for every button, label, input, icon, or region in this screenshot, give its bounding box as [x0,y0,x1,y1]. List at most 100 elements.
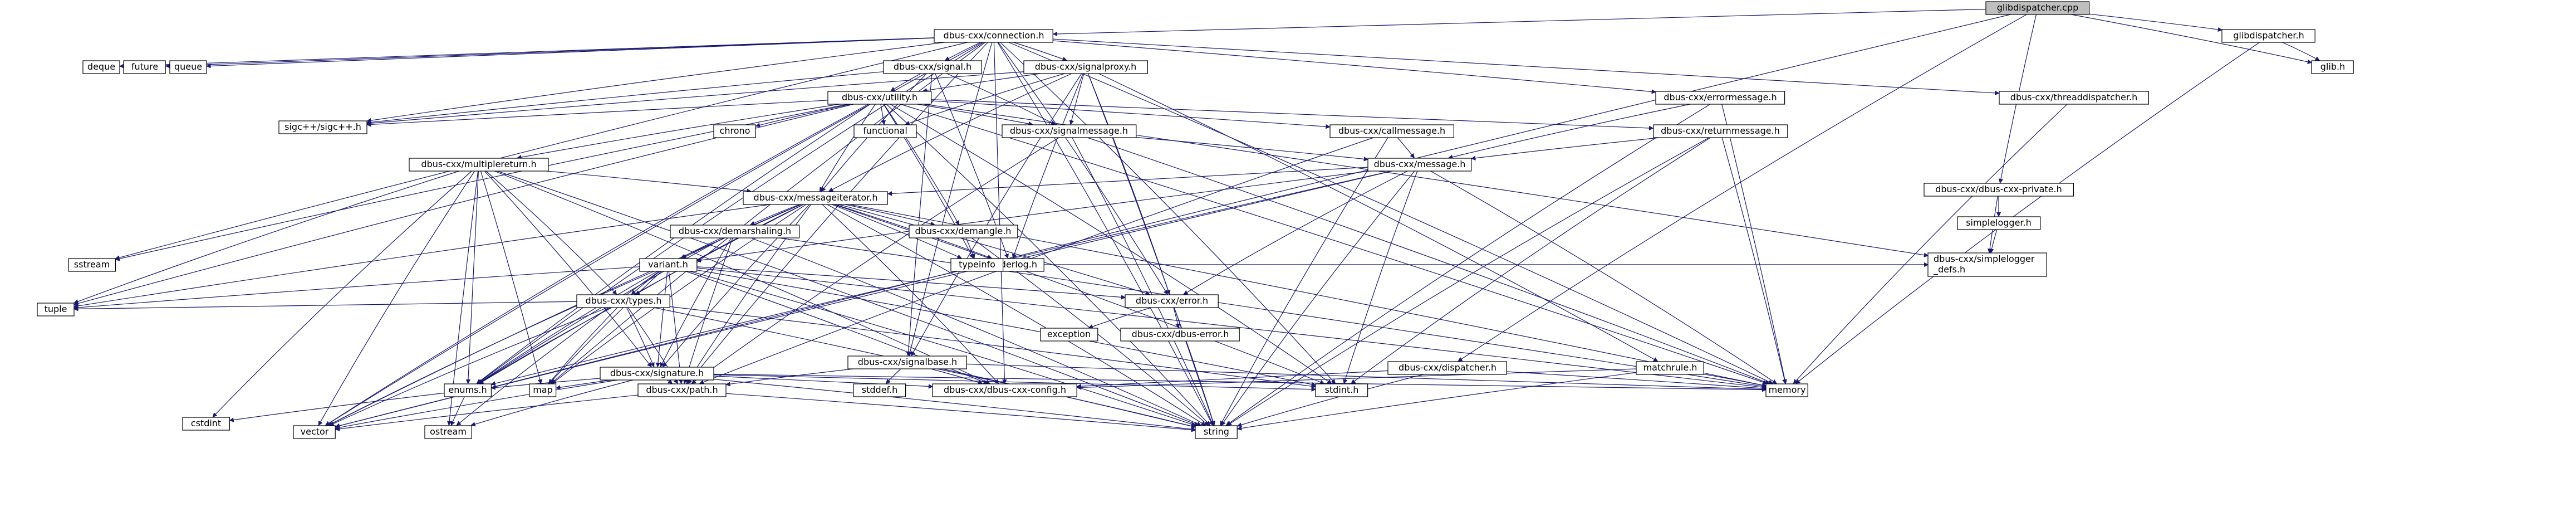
node-dbus-cxx-private-h[interactable]: dbus-cxx/dbus-cxx-private.h [1924,183,2074,197]
node-exception: exception [1040,328,1098,342]
node-types-h[interactable]: dbus-cxx/types.h [576,294,670,308]
node-config-h[interactable]: dbus-cxx/dbus-cxx-config.h [932,383,1077,397]
node-label: memory [1769,384,1806,395]
node-ostream: ostream [424,425,473,439]
node-error-h[interactable]: dbus-cxx/error.h [1125,294,1219,308]
edge-glibdispatcher-h-to-glib-h [2281,41,2320,61]
node-box [1999,91,2149,105]
node-multiplereturn-h[interactable]: dbus-cxx/multiplereturn.h [409,158,549,172]
node-demangle-h[interactable]: dbus-cxx/demangle.h [909,225,1018,238]
node-label: stdint.h [1325,384,1359,395]
node-label: dbus-cxx/path.h [646,384,718,395]
node-label: queue [174,61,202,72]
node-label: dbus-cxx/returnmessage.h [1661,125,1780,136]
node-message-h[interactable]: dbus-cxx/message.h [1367,158,1472,172]
edge-signalproxy-h-to-signalbase-h [911,73,1082,357]
edge-utility-h-to-memory [899,103,1768,385]
node-demarshaling-h[interactable]: dbus-cxx/demarshaling.h [670,225,800,238]
node-enums-h[interactable]: enums.h [444,383,492,397]
node-box [576,294,670,308]
node-label: dbus-cxx/simplelogger [1934,254,2035,264]
node-label: _defs.h [1933,264,1965,275]
node-dispatcher-h[interactable]: dbus-cxx/dispatcher.h [1387,361,1507,375]
edge-glibdispatcher-cpp-to-vector [335,13,2012,428]
edge-message-h-to-memory [1430,170,1777,384]
node-callmessage-h[interactable]: dbus-cxx/callmessage.h [1329,124,1454,138]
node-label: dbus-cxx/error.h [1136,295,1208,306]
edge-matchrule-h-to-memory [1704,373,1767,388]
edge-connection-h-to-signal-h [944,41,982,61]
node-box [1985,1,2090,15]
node-errormessage-h[interactable]: dbus-cxx/errormessage.h [1655,91,1785,105]
node-simplelogger-h[interactable]: simplelogger.h [1957,216,2041,230]
node-threaddispatcher-h[interactable]: dbus-cxx/threaddispatcher.h [1999,91,2149,105]
edge-messageiterator-h-to-error-h [837,203,1151,296]
edge-enums-h-to-cstdint [229,392,444,422]
edge-multiplereturn-h-to-map [480,170,542,384]
node-label: dbus-cxx/dbus-cxx-config.h [944,384,1066,395]
edge-layer [73,8,2320,432]
node-simplelogger-defs-h[interactable]: dbus-cxx/simplelogger_defs.h [1927,252,2047,277]
node-messageiterator-h[interactable]: dbus-cxx/messageiterator.h [743,191,888,205]
edge-utility-h-to-stdint-h [889,103,1332,384]
edge-signalproxy-h-to-utility-h [922,72,1043,93]
node-signal-h[interactable]: dbus-cxx/signal.h [883,60,982,74]
edge-message-h-to-variant-h [696,170,1372,263]
edge-signature-h-to-string [713,379,1196,432]
node-box [1765,383,1808,397]
node-cstdint: cstdint [182,417,230,431]
edge-dispatcher-h-to-string [1237,373,1425,427]
edge-multiplereturn-h-to-tuple [73,170,460,304]
node-label: dbus-cxx/messageiterator.h [754,192,878,203]
node-utility-h[interactable]: dbus-cxx/utility.h [827,91,932,105]
edge-glibdispatcher-h-to-memory [1795,42,2260,384]
node-box [1023,60,1148,74]
node-box [1653,124,1788,138]
node-box [1120,328,1240,342]
node-label: simplelogger.h [1966,217,2032,228]
node-connection-h[interactable]: dbus-cxx/connection.h [934,29,1053,43]
node-signalbase-h[interactable]: dbus-cxx/signalbase.h [847,355,967,369]
edge-signalproxy-h-to-signalmessage-h [1069,73,1085,125]
edge-threaddispatcher-h-to-memory [1793,104,2068,384]
edge-variant-h-to-ostream [456,271,660,426]
node-label: matchrule.h [1643,362,1697,373]
node-signalproxy-h[interactable]: dbus-cxx/signalproxy.h [1023,60,1148,74]
node-label: dbus-cxx/threaddispatcher.h [2010,92,2137,103]
node-box [278,120,367,134]
edge-demarshaling-h-to-enums-h [478,237,724,384]
node-label: dbus-cxx/multiplereturn.h [421,159,536,169]
edge-connection-h-to-signalproxy-h [1012,41,1067,61]
node-glibdispatcher-h[interactable]: glibdispatcher.h [2221,29,2315,43]
node-signalmessage-h[interactable]: dbus-cxx/signalmessage.h [1002,124,1137,138]
node-sstream: sstream [68,258,116,272]
node-label: dbus-cxx/errormessage.h [1664,92,1777,103]
node-glibdispatcher-cpp[interactable]: glibdispatcher.cpp [1985,1,2090,15]
node-signature-h[interactable]: dbus-cxx/signature.h [600,367,714,381]
node-returnmessage-h[interactable]: dbus-cxx/returnmessage.h [1653,124,1788,138]
edge-connection-h-to-string [997,42,1214,426]
edge-signalmessage-h-to-message-h [1136,137,1369,162]
edge-variant-h-to-error-h [696,266,1126,300]
edge-enums-h-to-ostream [450,396,465,426]
node-dbus-error-h[interactable]: dbus-cxx/dbus-error.h [1120,328,1240,342]
edge-messageiterator-h-to-typeinfo [831,203,962,259]
node-matchrule-h[interactable]: matchrule.h [1636,361,1704,375]
node-label: map [533,384,553,395]
node-variant-h[interactable]: variant.h [639,258,698,272]
node-label: variant.h [648,259,688,270]
node-label: dbus-cxx/signalproxy.h [1035,61,1137,72]
edge-variant-h-to-signature-h [655,271,668,368]
node-box [1924,183,2074,197]
node-label: dbus-cxx/dbus-cxx-private.h [1935,184,2062,194]
edge-path-h-to-vector [335,394,639,431]
node-box [2311,60,2354,74]
node-box [637,383,727,397]
node-label: functional [863,125,907,136]
node-label: dbus-cxx/utility.h [842,92,917,103]
node-label: tuple [45,304,67,314]
edge-message-h-to-enums-h [490,170,1393,386]
node-label: dbus-cxx/callmessage.h [1338,125,1445,136]
node-path-h[interactable]: dbus-cxx/path.h [637,383,727,397]
